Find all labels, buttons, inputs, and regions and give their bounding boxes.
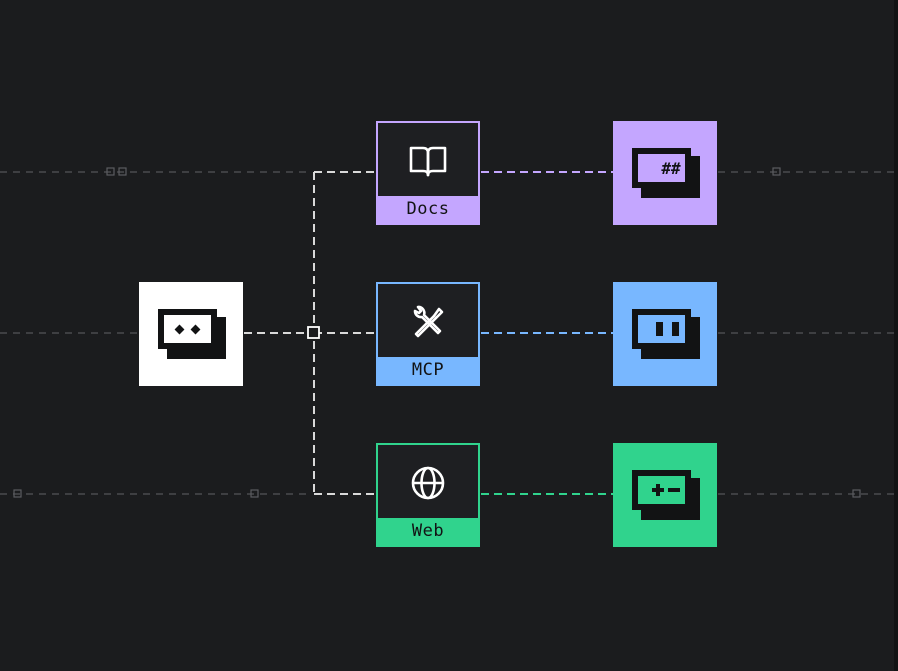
terminal-bars-icon (632, 309, 700, 359)
svg-text:##: ## (661, 159, 681, 178)
agent-icon-area: ## (613, 121, 717, 225)
open-book-icon (409, 146, 447, 176)
source-icon-area (139, 282, 243, 386)
agent-node-mcp[interactable] (613, 282, 717, 386)
rail-marker (250, 489, 259, 498)
rail-marker (13, 489, 22, 498)
tool-label-docs: Docs (378, 196, 478, 223)
tool-label-web: Web (378, 518, 478, 545)
tool-icon-area (378, 123, 478, 198)
agent-icon-area (613, 282, 717, 386)
rail-marker (106, 167, 115, 176)
chat-bubble-dots-icon (158, 309, 226, 359)
tool-node-mcp[interactable]: MCP (376, 282, 480, 386)
terminal-plus-minus-icon (632, 470, 700, 520)
rail-marker (118, 167, 127, 176)
tool-icon-area (378, 284, 478, 359)
agent-node-docs[interactable]: ## (613, 121, 717, 225)
terminal-hash-icon: ## (632, 148, 700, 198)
tool-node-web[interactable]: Web (376, 443, 480, 547)
source-node[interactable] (139, 282, 243, 386)
tool-label-mcp: MCP (378, 357, 478, 384)
agent-icon-area (613, 443, 717, 547)
branch-node (307, 326, 320, 339)
wrench-screwdriver-icon (413, 305, 444, 337)
agent-node-web[interactable] (613, 443, 717, 547)
globe-icon (411, 466, 445, 499)
rail-marker (772, 167, 781, 176)
tool-icon-area (378, 445, 478, 520)
window-edge (894, 0, 898, 671)
tool-node-docs[interactable]: Docs (376, 121, 480, 225)
rail-marker (852, 489, 861, 498)
